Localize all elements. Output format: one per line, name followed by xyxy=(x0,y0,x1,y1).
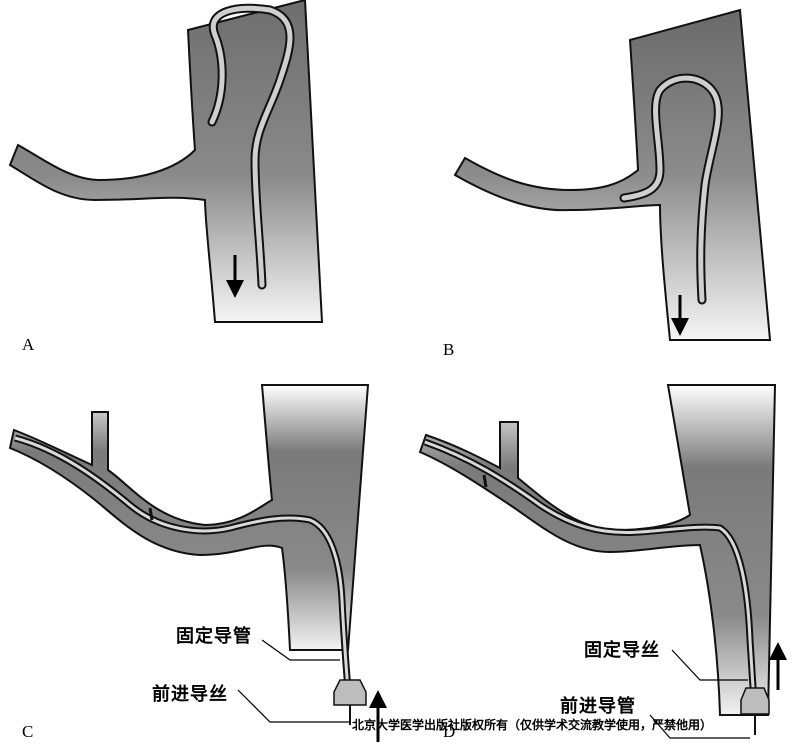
panel-label-a: A xyxy=(22,335,35,354)
catheter-c-tip-mark xyxy=(148,507,154,521)
panel-b xyxy=(453,8,772,341)
vessel-c xyxy=(8,384,370,651)
leader-line-top xyxy=(261,639,340,661)
callout-fix-catheter: 固定导管 xyxy=(176,626,252,646)
panel-c xyxy=(8,384,387,742)
panel-label-c: C xyxy=(22,722,34,741)
panel-a xyxy=(8,0,324,323)
panel-label-d: D xyxy=(443,722,456,741)
arrow-up-icon xyxy=(769,642,787,690)
copyright-watermark: 北京大学医学出版社版权所有（仅供学术交流教学使用，严禁他用） xyxy=(352,718,713,732)
callout-advance-catheter: 前进导管 xyxy=(560,696,636,716)
panel-d xyxy=(418,384,787,739)
leader-line-bottom xyxy=(237,689,350,723)
vessel-a xyxy=(8,0,324,323)
catheter-c-core xyxy=(14,436,350,691)
catheter-d-tip-mark xyxy=(482,474,488,488)
arrow-down-icon xyxy=(226,255,244,298)
catheter-b-core xyxy=(621,75,721,303)
arrow-up-icon xyxy=(369,690,387,742)
callout-advance-guidewire: 前进导丝 xyxy=(152,684,228,704)
leader-line-bottom xyxy=(649,714,750,739)
catheter-d-core xyxy=(424,440,756,701)
arrow-down-icon xyxy=(671,295,689,336)
panel-label-b: B xyxy=(443,340,455,359)
catheter-a-core xyxy=(209,5,293,288)
vessel-b xyxy=(453,8,772,341)
vessel-d xyxy=(418,384,777,716)
connector-hub-icon xyxy=(740,687,770,735)
callout-fix-guidewire: 固定导丝 xyxy=(584,640,660,660)
leader-line-top xyxy=(671,649,748,681)
